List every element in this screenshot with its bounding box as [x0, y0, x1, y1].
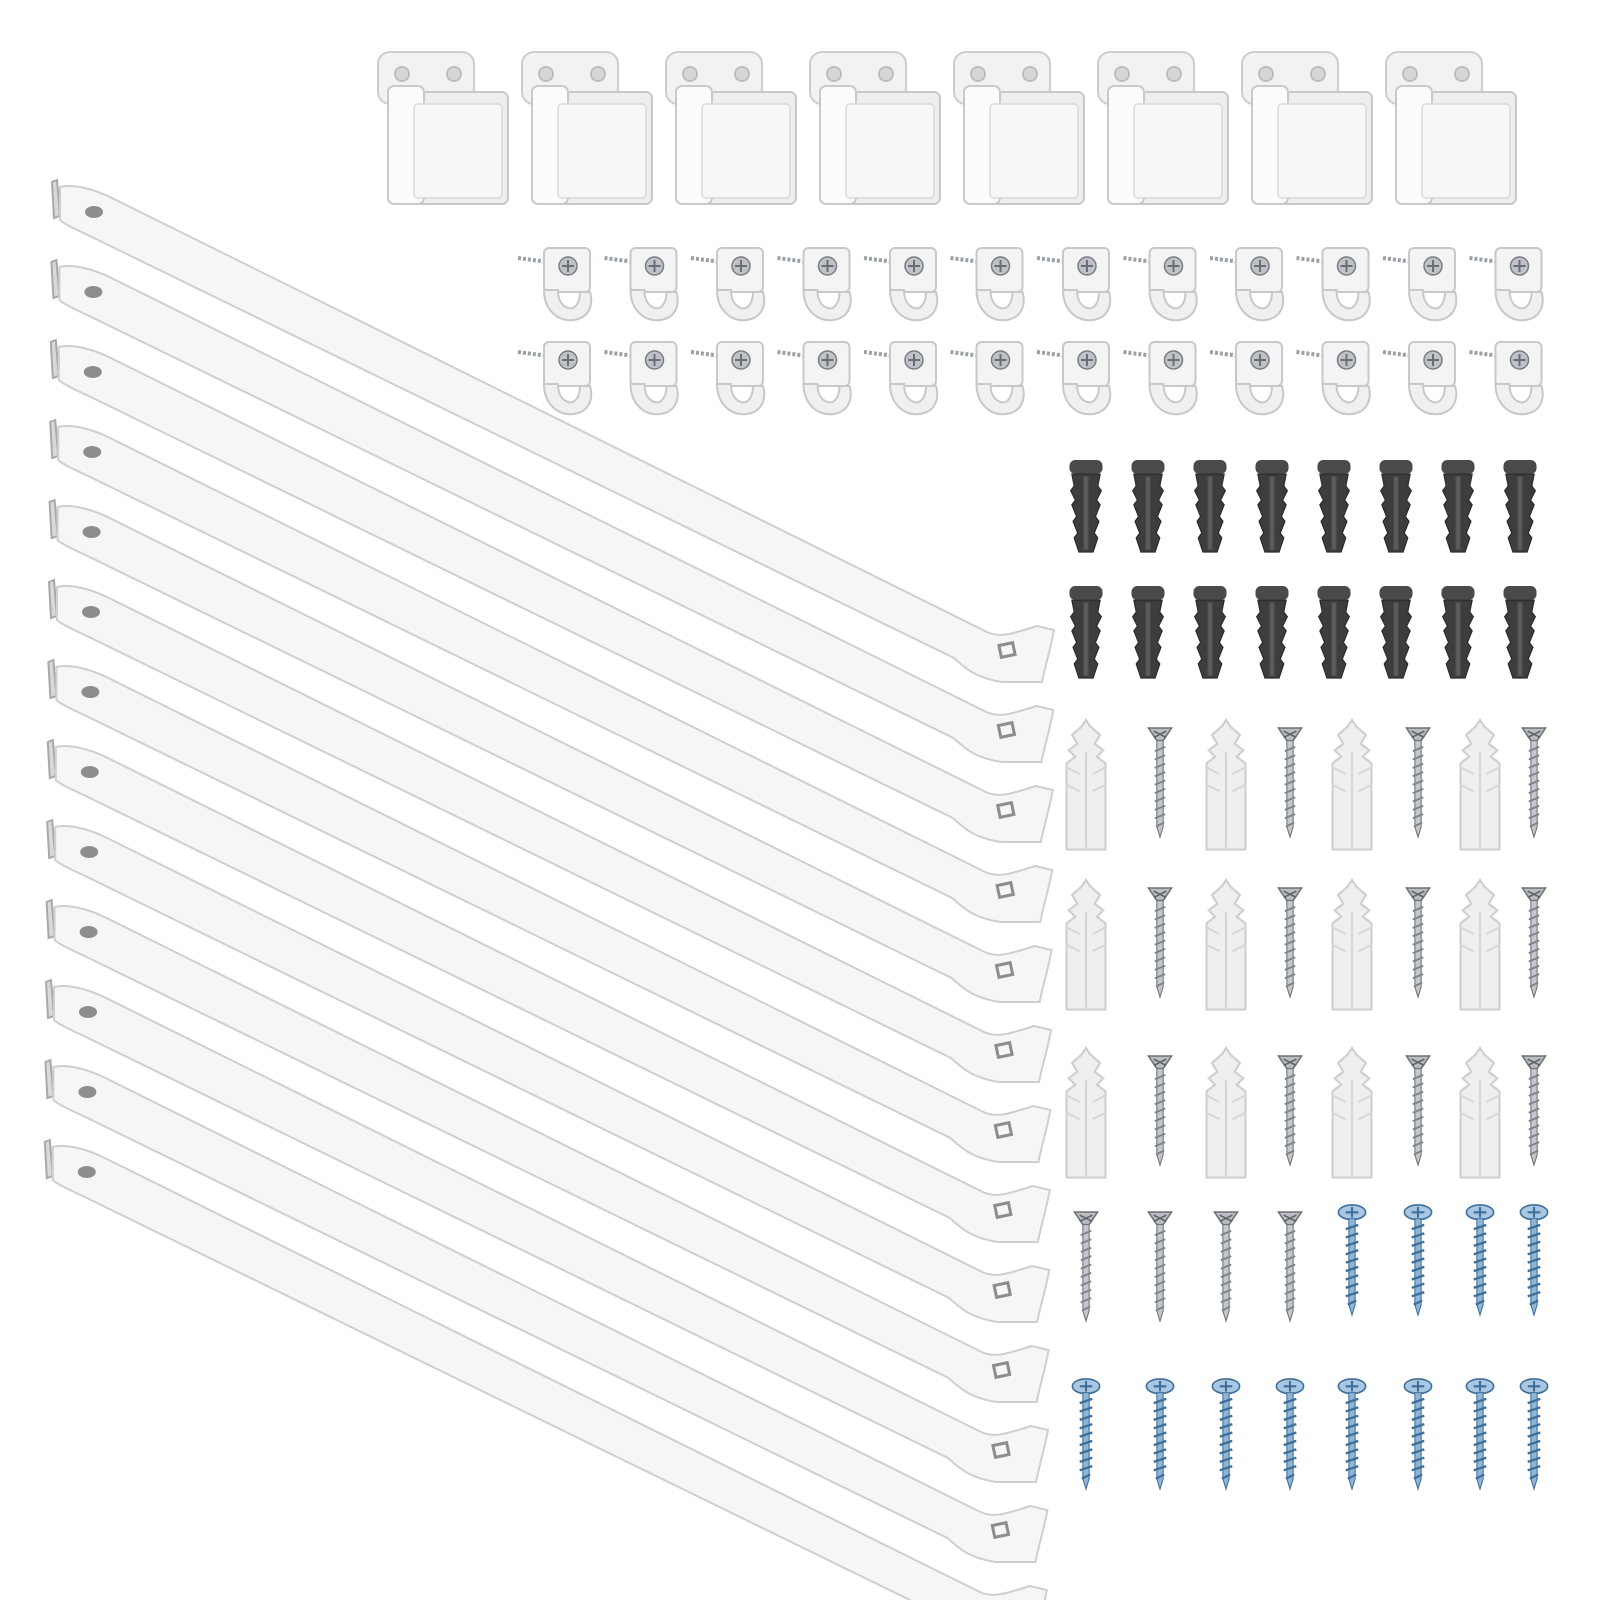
- white-anchor-icon: [1331, 718, 1373, 851]
- grey-anchor-icon: [1068, 459, 1104, 553]
- blue-screw-icon: [1337, 1203, 1367, 1317]
- blue-screw-icon: [1145, 1377, 1175, 1491]
- rod-hook-icon: [1035, 246, 1113, 323]
- rod-hook-icon: [602, 246, 680, 323]
- grey-anchor-icon: [1068, 585, 1104, 679]
- blue-screw-icon: [1465, 1203, 1495, 1317]
- white-anchor-icon: [1205, 718, 1247, 851]
- white-anchor-icon: [1065, 878, 1107, 1011]
- rod-hook-icon: [1035, 340, 1113, 417]
- grey-anchor-icon: [1254, 459, 1290, 553]
- rod-hook-icon: [862, 340, 940, 417]
- rod-hook-icon: [1467, 340, 1545, 417]
- shelf-support-bracket-icon: [43, 1138, 1049, 1600]
- blue-screw-icon: [1403, 1203, 1433, 1317]
- rod-hooks-with-screws: [516, 246, 1545, 417]
- silver-screw-icon: [1405, 1055, 1431, 1167]
- rod-hook-icon: [1121, 340, 1199, 417]
- grey-anchor-icon: [1192, 585, 1228, 679]
- rod-hook-icon: [1121, 246, 1199, 323]
- white-anchor-icon: [1205, 1046, 1247, 1179]
- rod-hook-icon: [862, 246, 940, 323]
- white-anchor-icon: [1331, 878, 1373, 1011]
- rod-hook-icon: [775, 340, 853, 417]
- rod-hook-icon: [689, 246, 767, 323]
- grey-anchor-icon: [1130, 459, 1166, 553]
- rod-hook-icon: [1294, 340, 1372, 417]
- silver-screw-icon: [1213, 1211, 1239, 1323]
- silver-screw-icon: [1405, 727, 1431, 839]
- rod-socket-icon: [1097, 51, 1229, 205]
- white-anchor-icon: [1331, 1046, 1373, 1179]
- rod-hook-icon: [1208, 340, 1286, 417]
- white-anchor-icon: [1065, 718, 1107, 851]
- rod-hook-icon: [1208, 246, 1286, 323]
- silver-screw-icon: [1277, 1211, 1303, 1323]
- silver-screw-icon: [1277, 887, 1303, 999]
- grey-anchor-icon: [1440, 585, 1476, 679]
- silver-screw-icon: [1147, 727, 1173, 839]
- rod-socket-icon: [521, 51, 653, 205]
- grey-anchor-icon: [1130, 585, 1166, 679]
- white-anchor-icon: [1065, 1046, 1107, 1179]
- silver-screw-icon: [1277, 727, 1303, 839]
- rod-hook-icon: [516, 246, 594, 323]
- rod-socket-icon: [809, 51, 941, 205]
- silver-screw-icon: [1521, 727, 1547, 839]
- grey-anchor-icon: [1378, 459, 1414, 553]
- blue-screw-icon: [1337, 1377, 1367, 1491]
- grey-anchor-icon: [1192, 459, 1228, 553]
- rod-hook-icon: [516, 340, 594, 417]
- white-anchors-and-screws: [1065, 718, 1549, 1491]
- rod-hook-icon: [948, 340, 1026, 417]
- blue-screw-icon: [1211, 1377, 1241, 1491]
- rod-hook-icon: [689, 340, 767, 417]
- rod-socket-icon: [953, 51, 1085, 205]
- blue-screw-icon: [1465, 1377, 1495, 1491]
- silver-screw-icon: [1147, 887, 1173, 999]
- rod-socket-icon: [377, 51, 509, 205]
- white-anchor-icon: [1205, 878, 1247, 1011]
- rod-socket-icon: [665, 51, 797, 205]
- rod-hook-icon: [1381, 340, 1459, 417]
- rod-socket-icon: [1385, 51, 1517, 205]
- white-anchor-icon: [1459, 1046, 1501, 1179]
- grey-anchor-icon: [1316, 459, 1352, 553]
- rod-end-sockets: [377, 51, 1517, 205]
- rod-hook-icon: [948, 246, 1026, 323]
- white-anchor-icon: [1459, 878, 1501, 1011]
- silver-screw-icon: [1147, 1055, 1173, 1167]
- rod-hook-icon: [602, 340, 680, 417]
- blue-screw-icon: [1071, 1377, 1101, 1491]
- silver-screw-icon: [1277, 1055, 1303, 1167]
- rod-hook-icon: [775, 246, 853, 323]
- rod-hook-icon: [1467, 246, 1545, 323]
- silver-screw-icon: [1521, 1055, 1547, 1167]
- rod-hook-icon: [1381, 246, 1459, 323]
- silver-screw-icon: [1405, 887, 1431, 999]
- blue-screw-icon: [1275, 1377, 1305, 1491]
- blue-screw-icon: [1519, 1377, 1549, 1491]
- white-anchor-icon: [1459, 718, 1501, 851]
- blue-screw-icon: [1403, 1377, 1433, 1491]
- rod-socket-icon: [1241, 51, 1373, 205]
- silver-screw-icon: [1521, 887, 1547, 999]
- rod-hook-icon: [1294, 246, 1372, 323]
- grey-anchor-icon: [1378, 585, 1414, 679]
- grey-anchor-icon: [1316, 585, 1352, 679]
- grey-anchor-icon: [1502, 459, 1538, 553]
- grey-anchor-icon: [1502, 585, 1538, 679]
- silver-screw-icon: [1147, 1211, 1173, 1323]
- blue-screw-icon: [1519, 1203, 1549, 1317]
- grey-anchor-icon: [1254, 585, 1290, 679]
- grey-wall-anchors: [1068, 459, 1538, 679]
- grey-anchor-icon: [1440, 459, 1476, 553]
- silver-screw-icon: [1073, 1211, 1099, 1323]
